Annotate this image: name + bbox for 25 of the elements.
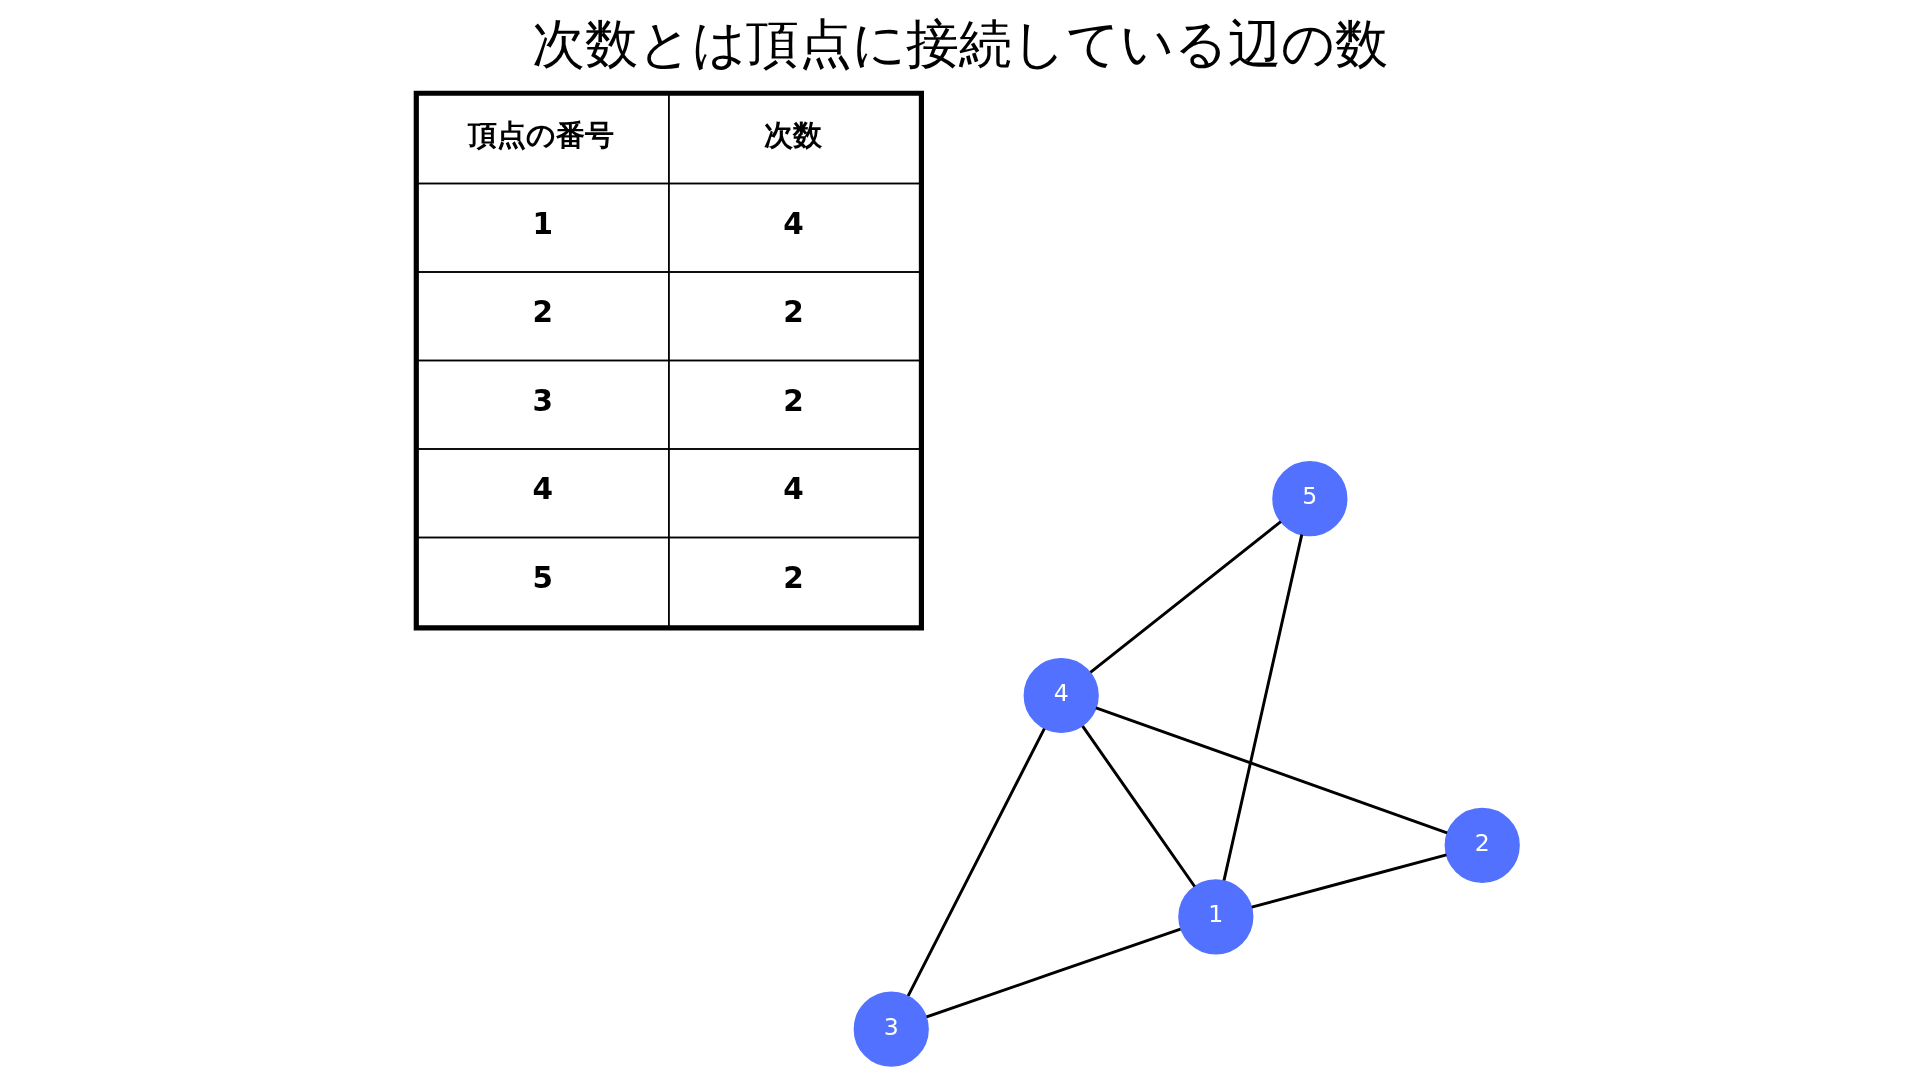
diagram-title: 次数とは頂点に接続している辺の数 [531,13,1388,76]
node-circle: 3 [853,991,929,1067]
connector [1089,520,1282,674]
label: 3 [531,383,553,418]
label: 次数 [763,118,822,153]
label: 1 [531,206,553,241]
connector [1095,706,1448,835]
node-circle: 4 [1023,657,1099,734]
connector [925,927,1181,1019]
connector [906,727,1046,997]
node-circle: 1 [1177,879,1253,955]
connector [1222,534,1303,881]
label: 5 [531,560,553,595]
node-circle: 2 [1444,807,1520,883]
label: 4 [531,472,553,507]
label: 2 [531,295,553,330]
connector [1080,725,1196,888]
node-circle: 5 [1271,461,1347,537]
label: 4 [782,472,804,507]
label: 2 [782,383,804,418]
label: 2 [782,560,804,595]
connector [1250,853,1447,909]
label: 頂点の番号 [467,118,614,153]
label: 4 [782,206,804,241]
label: 2 [782,295,804,330]
